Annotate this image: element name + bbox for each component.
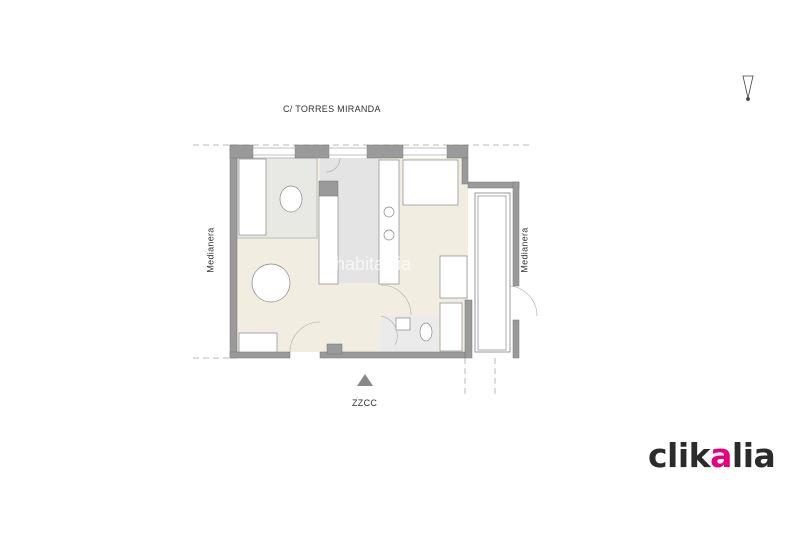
coffee-table [279, 185, 303, 213]
radiator [238, 332, 278, 353]
logo-accent: a [710, 436, 732, 475]
counter [318, 195, 339, 285]
shower [439, 302, 463, 352]
annex-cabinet [477, 195, 507, 351]
clikalia-logo: clikalia [648, 436, 776, 475]
logo-prefix: clik [648, 436, 711, 475]
toilet [419, 322, 433, 342]
north-arrow-icon [742, 75, 754, 101]
watermark: habitaclia [335, 254, 412, 274]
desk [439, 255, 468, 299]
right-boundary-label: Medianera [519, 227, 530, 273]
dining-table [251, 263, 291, 303]
street-label: C/ TORRES MIRANDA [283, 104, 381, 114]
boundary-lines [193, 144, 530, 395]
entrance-triangle-icon [357, 374, 373, 386]
sofa [238, 158, 267, 236]
bed [402, 159, 459, 206]
door-swings [289, 157, 538, 353]
logo-suffix: lia [731, 436, 776, 475]
left-boundary-label: Medianera [205, 227, 216, 273]
entrance-label: ZZCC [352, 398, 378, 408]
kitchen-units [378, 159, 400, 285]
windows [252, 147, 448, 156]
sink [395, 317, 411, 331]
furniture [238, 158, 507, 353]
